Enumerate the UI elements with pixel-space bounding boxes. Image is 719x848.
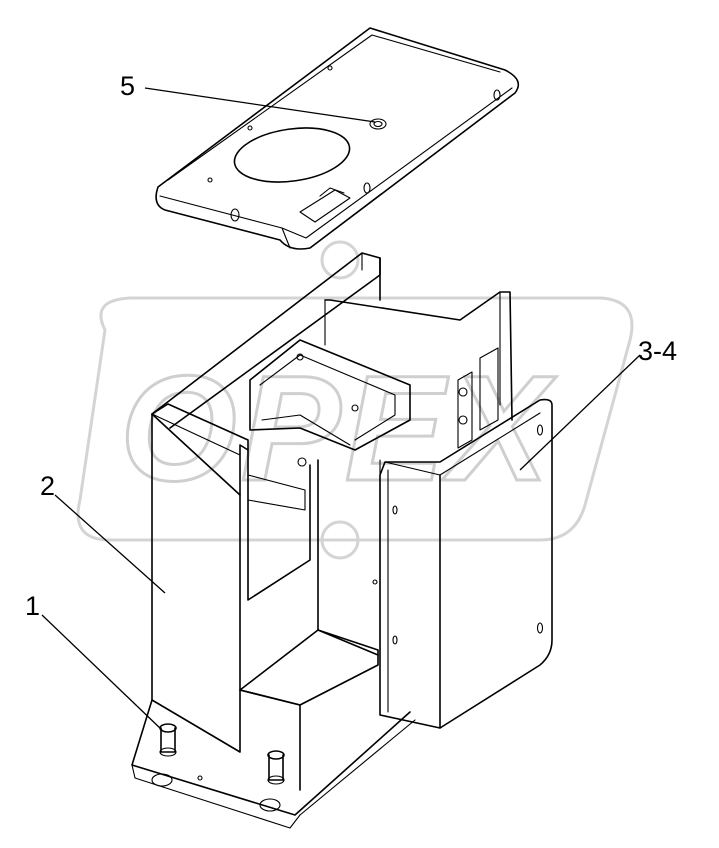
callout-2: 2 [40, 471, 55, 501]
leader-1 [41, 614, 163, 731]
bolt-part [159, 723, 285, 785]
leader-lines [41, 87, 641, 731]
leader-3-4 [519, 354, 641, 471]
callout-3-4: 3-4 [638, 336, 677, 366]
side-cover-part [379, 398, 553, 729]
callout-1: 1 [25, 591, 40, 621]
watermark-text: OPEX [120, 344, 557, 512]
callout-labels: 5 3-4 2 1 [25, 71, 677, 621]
watermark: OPEX [76, 240, 634, 560]
top-cover-part [155, 27, 520, 250]
callout-5: 5 [120, 71, 135, 101]
leader-5 [144, 87, 376, 123]
leader-2 [54, 494, 166, 594]
